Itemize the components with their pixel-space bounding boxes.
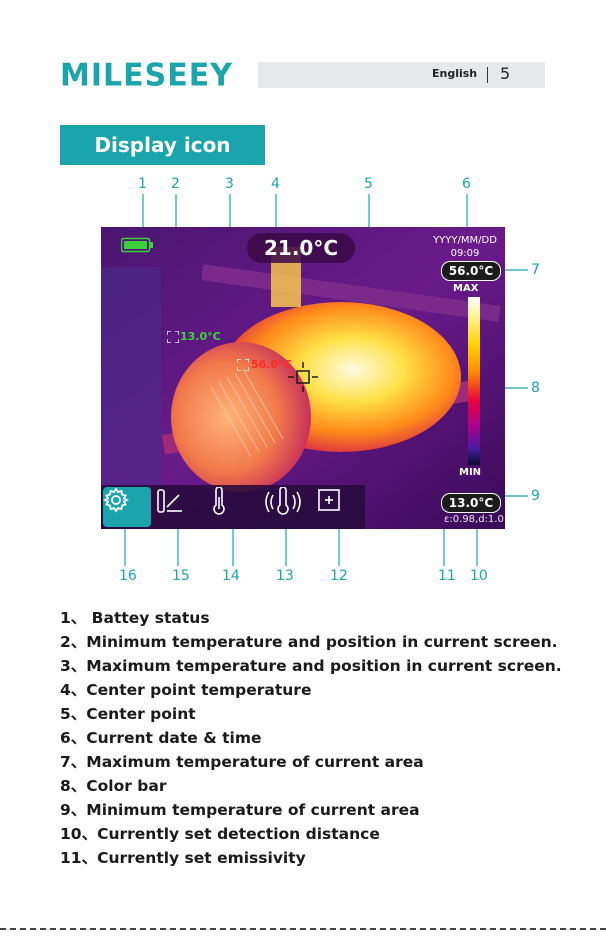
alarm-thermometer-icon [265,487,301,515]
callout-number: 16 [119,568,137,584]
brand-logo: MILESEEY [60,57,233,94]
palette-icon [157,489,182,513]
thermal-image [101,227,505,529]
max-point-temp: 56.0°C [251,358,292,371]
time-text: 09:09 [450,248,480,259]
center-point-button[interactable] [316,487,364,527]
temperature-button[interactable] [209,487,257,527]
min-temp-readout: 13.0°C [441,493,501,513]
thermometer-icon [213,487,225,515]
date-text: YYYY/MM/DD [433,235,497,246]
callout-number: 7 [531,262,540,278]
description-item: 6、Current date & time [60,729,262,747]
page-number: 5 [500,64,511,83]
description-item: 2、Minimum temperature and position in cu… [60,633,558,651]
max-temp-readout: 56.0°C [441,261,501,281]
date-time: YYYY/MM/DD 09:09 [427,234,503,260]
bottom-toolbar [101,485,365,529]
language-label: English [432,67,478,80]
description-item: 4、Center point temperature [60,681,312,699]
emissivity-distance: ε:0.98,d:1.0 [444,514,504,525]
center-crosshair-icon [288,362,318,392]
callout-number: 11 [438,568,456,584]
max-label: MAX [453,283,479,294]
language-bar [258,62,545,88]
description-item: 11、Currently set emissivity [60,849,306,867]
page-footer-rule [0,928,606,930]
description-item: 7、Maximum temperature of current area [60,753,424,771]
gear-icon [103,487,129,513]
callout-number: 12 [330,568,348,584]
callout-number: 8 [531,380,540,396]
callout-number: 6 [462,176,471,192]
description-item: 5、Center point [60,705,196,723]
color-bar [468,297,480,465]
thermal-screen: 21.0°C YYYY/MM/DD 09:09 56.0°C MAX MIN 1… [101,227,505,529]
callout-number: 4 [271,176,280,192]
description-item: 10、Currently set detection distance [60,825,380,843]
section-title: Display icon [60,125,265,165]
description-item: 1、 Battey status [60,609,210,627]
callout-number: 5 [364,176,373,192]
alarm-button[interactable] [263,487,311,527]
callout-number: 10 [470,568,488,584]
palette-button[interactable] [155,487,203,527]
header-separator [487,67,488,83]
settings-button[interactable] [103,487,151,527]
battery-icon [121,237,153,253]
max-point-marker-icon [237,359,249,371]
description-item: 8、Color bar [60,777,167,795]
callout-number: 1 [138,176,147,192]
center-temp-readout: 21.0°C [247,233,355,263]
callout-number: 3 [225,176,234,192]
description-item: 3、Maximum temperature and position in cu… [60,657,562,675]
center-point-icon [318,489,340,511]
callout-number: 13 [276,568,294,584]
callout-number: 15 [172,568,190,584]
callout-number: 9 [531,488,540,504]
min-point-marker-icon [167,331,179,343]
callout-number: 14 [222,568,240,584]
min-point-temp: 13.0°C [180,330,221,343]
min-label: MIN [459,467,482,478]
description-item: 9、Minimum temperature of current area [60,801,420,819]
callout-number: 2 [171,176,180,192]
